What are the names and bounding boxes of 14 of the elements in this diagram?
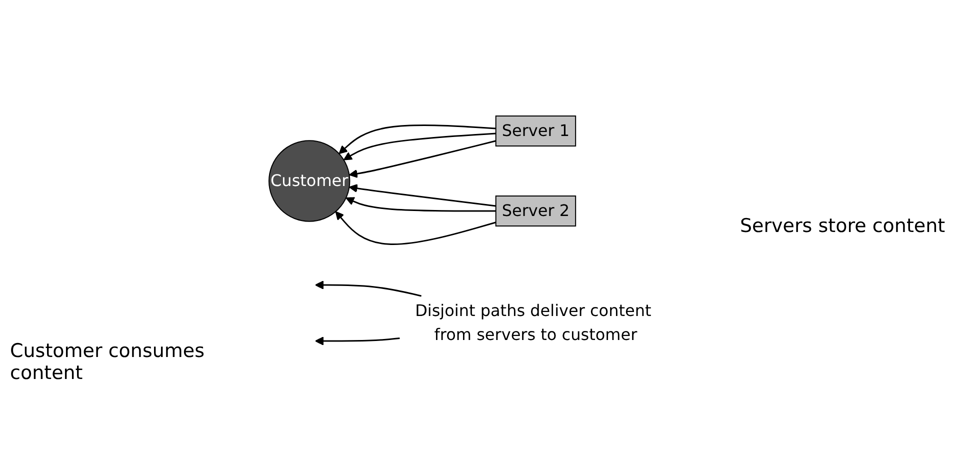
leader-arrow <box>314 280 422 296</box>
arrow <box>345 196 496 212</box>
arrow <box>338 124 496 154</box>
arrow <box>334 210 496 244</box>
annotation-text: Disjoint paths deliver content from servers to customer <box>414 300 651 344</box>
server-box: Server 2 <box>495 195 576 226</box>
note-text: Customer consumes content <box>10 340 206 384</box>
arrow <box>348 183 496 206</box>
leader-arrow <box>314 336 400 345</box>
arrow <box>343 132 496 160</box>
arrow <box>348 140 496 178</box>
note-text: Servers store content <box>740 215 946 237</box>
server-box: Server 1 <box>495 115 576 146</box>
customer-circle: Customer <box>268 140 350 222</box>
